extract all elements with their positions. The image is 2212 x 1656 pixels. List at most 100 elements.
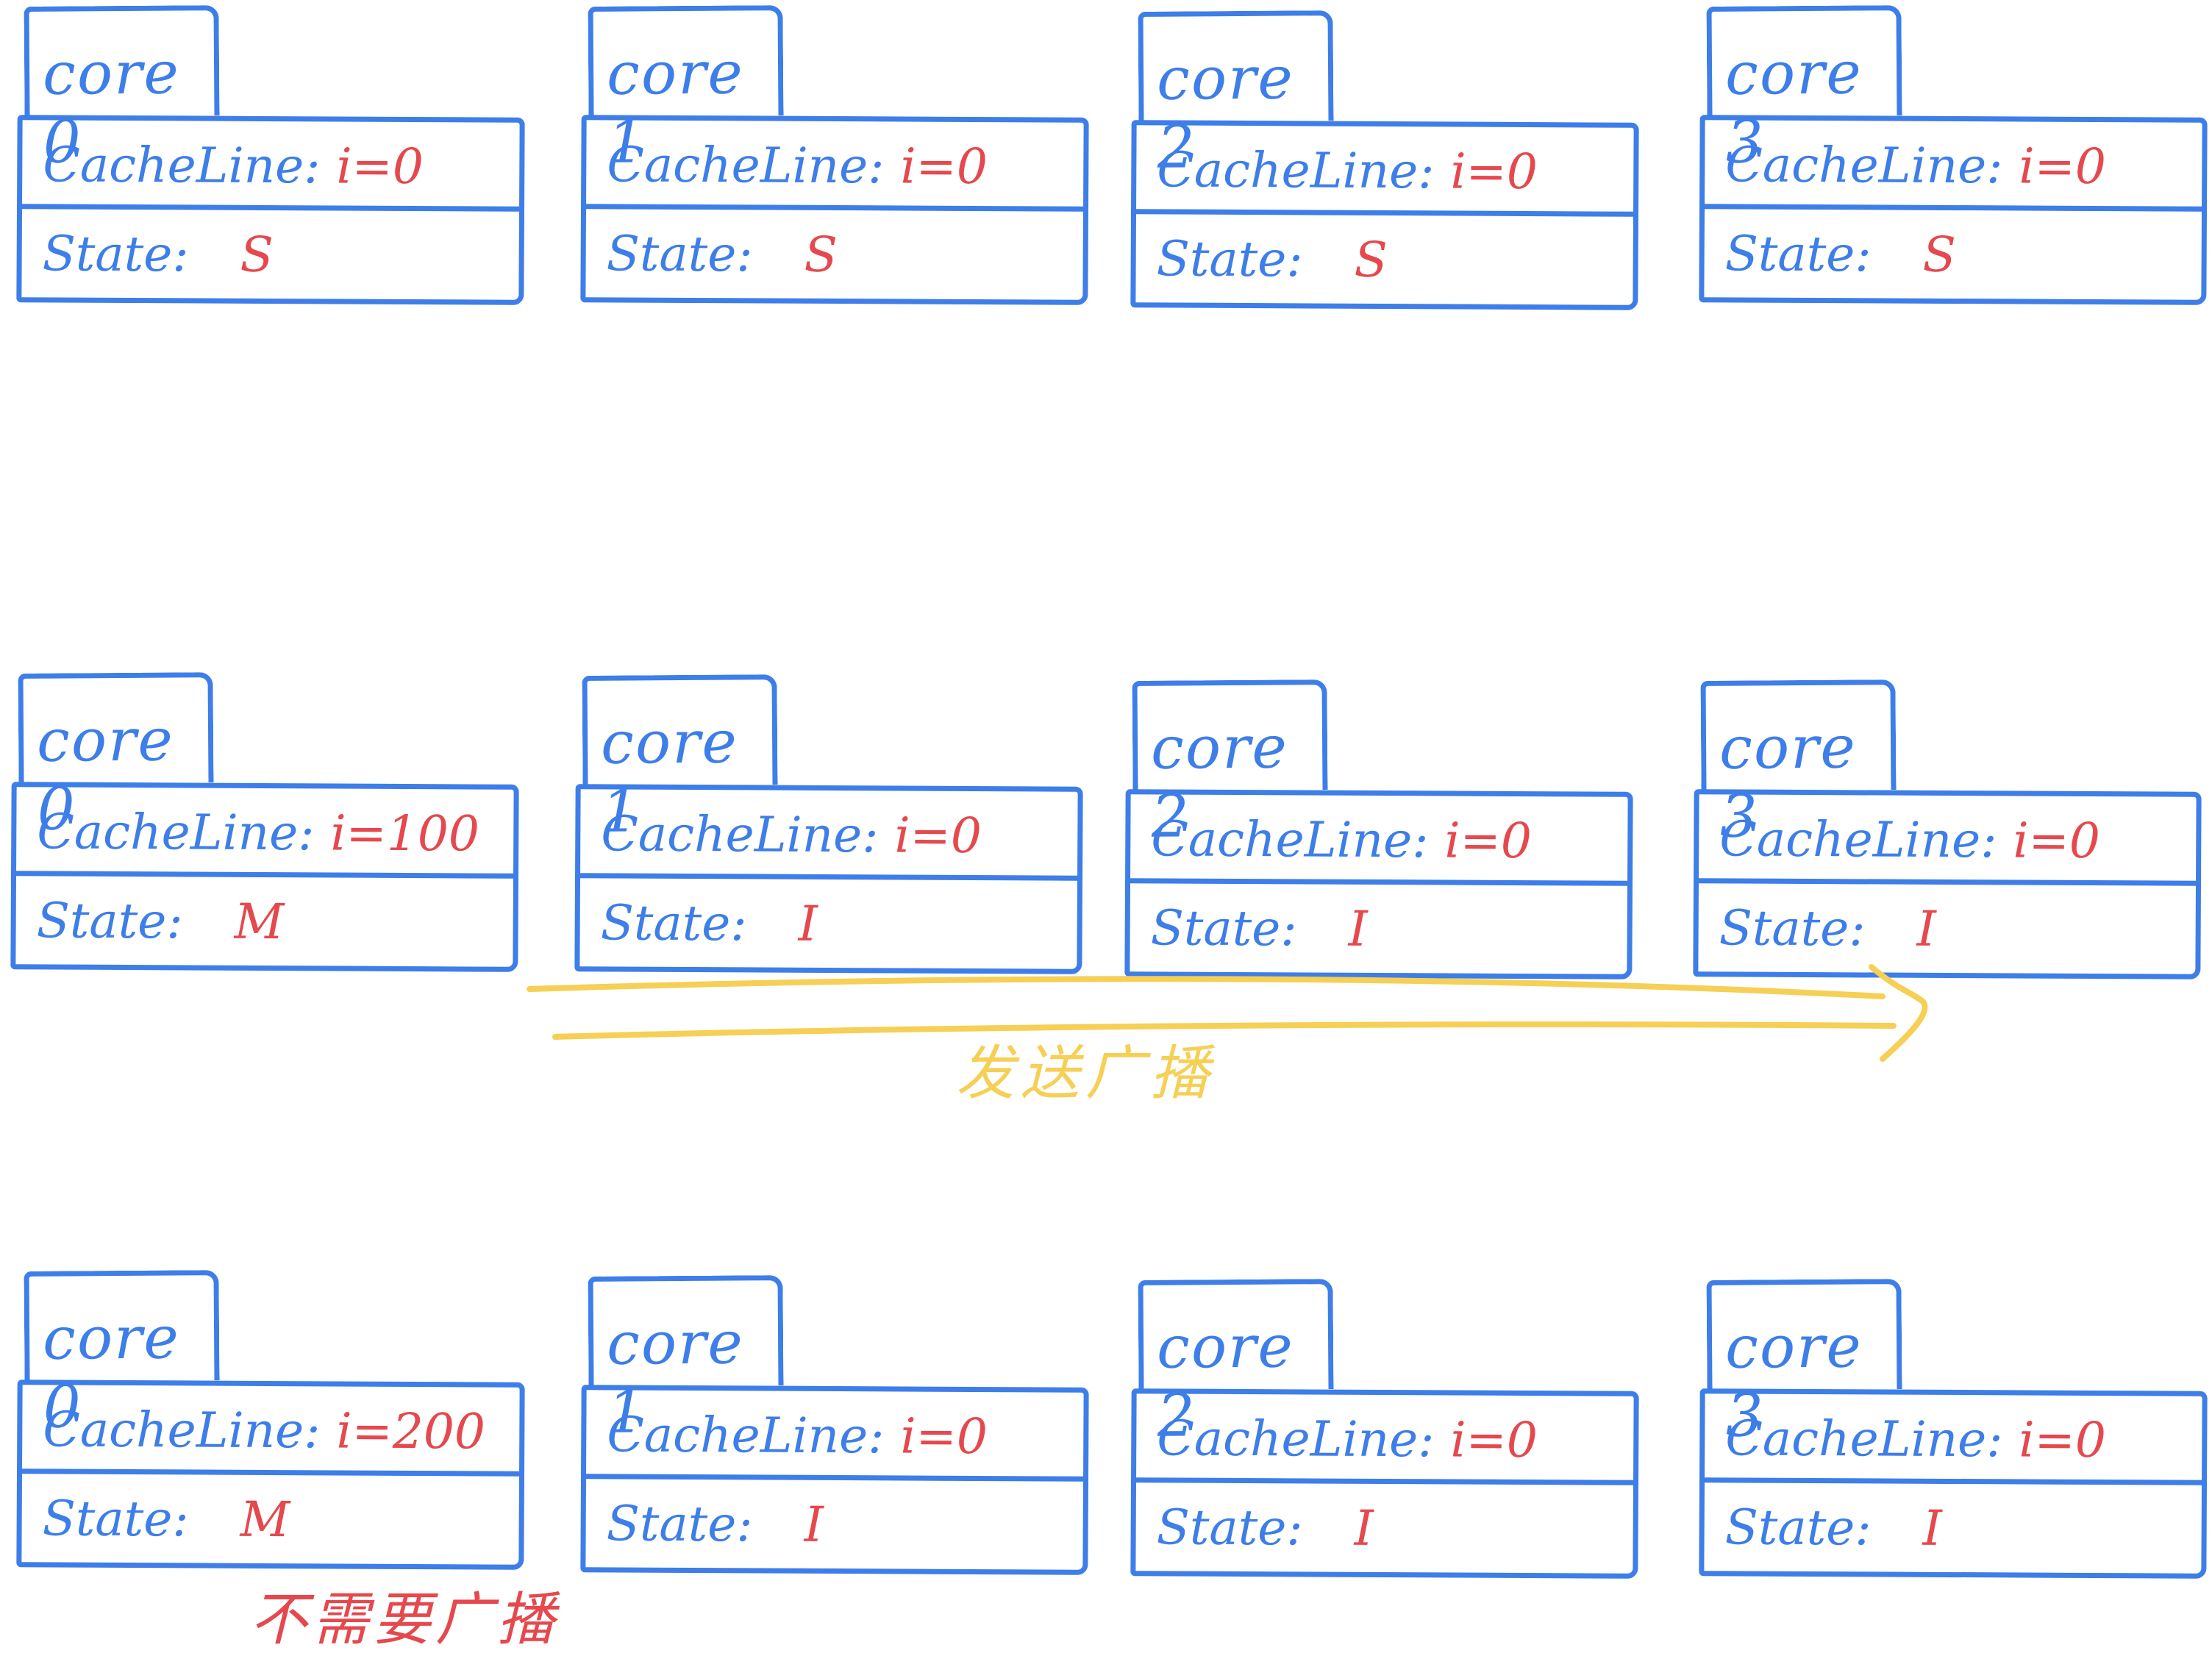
core-tab: core 2: [1138, 1279, 1334, 1450]
cacheline-row: CacheLine: i=0: [1705, 120, 2202, 212]
state-value: S: [1922, 226, 1957, 283]
state-value: I: [1348, 900, 1368, 957]
cacheline-label: CacheLine:: [1719, 810, 1997, 869]
cacheline-field: CacheLine: i=0: [1151, 810, 1532, 869]
row1-core3: core 3 CacheLine:i=0 State:S: [1699, 5, 2208, 307]
cacheline-value: i=0: [2019, 138, 2107, 196]
state-label: State:: [606, 224, 753, 282]
row3-core2: core 2 CacheLine:i=0 State:I: [1130, 1279, 1639, 1581]
cacheline-value: i=0: [1444, 812, 1533, 870]
state-label: State:: [1724, 224, 1872, 282]
cacheline-value: i=0: [894, 807, 982, 865]
cacheline-label: CacheLine:: [1157, 141, 1435, 200]
row2-core3: core 3 CacheLine: i=0 State:I: [1693, 679, 2202, 982]
cacheline-label: CacheLine:: [1157, 1410, 1435, 1468]
cacheline-row: CacheLine: i=0: [1136, 1393, 1634, 1485]
cacheline-row: CacheLine: i=0: [586, 1390, 1084, 1482]
cacheline-field: CacheLine:i=200: [43, 1401, 485, 1460]
core-tab: core 2: [1138, 10, 1334, 182]
core-tab: core 3: [1706, 1279, 1902, 1450]
row3-core3: core 3 CacheLine:i=0 State: I: [1699, 1279, 2208, 1581]
core-tab: core 1: [582, 674, 778, 846]
state-row: State:M: [15, 876, 513, 967]
state-row: State: S: [1704, 209, 2202, 300]
cacheline-value: i=0: [336, 138, 424, 196]
state-row: State: I: [585, 1479, 1083, 1570]
state-value: S: [804, 226, 838, 283]
state-label: State:: [1156, 229, 1303, 288]
cacheline-label: CacheLine:: [43, 1401, 321, 1460]
state-label: State:: [42, 224, 189, 282]
broadcast-arrow-icon: [527, 964, 1928, 1062]
core-tab: core 0: [18, 672, 214, 843]
cacheline-field: CacheLine: i=0: [1725, 136, 2106, 195]
cacheline-label: CacheLine:: [1151, 810, 1429, 869]
cacheline-label: CacheLine:: [1725, 1410, 2003, 1468]
core-tab: core 1: [588, 1275, 784, 1446]
state-label: State:: [1150, 899, 1297, 957]
state-field: State:M: [42, 1490, 290, 1548]
cacheline-row: CacheLine: i=0: [1130, 794, 1628, 886]
cacheline-value: i=0: [2013, 812, 2101, 870]
state-value: S: [240, 226, 274, 283]
cacheline-value: i=100: [330, 804, 480, 863]
cacheline-label: CacheLine:: [607, 136, 885, 195]
cacheline-label: CacheLine:: [43, 136, 321, 195]
state-field: State: I: [600, 894, 817, 952]
cache-box: CacheLine: i=0 State: S: [1699, 115, 2208, 305]
row2-core2: core 2 CacheLine:i=0 State:I: [1124, 679, 1633, 982]
state-row: State: S: [21, 209, 519, 300]
cacheline-value: i=0: [1450, 143, 1538, 201]
state-field: State: S: [606, 225, 838, 283]
state-value: M: [234, 893, 285, 950]
row3-core1: core 1 CacheLine: i=0 State: I: [580, 1275, 1089, 1577]
state-field: State:I: [1719, 899, 1936, 957]
state-label: State:: [606, 1494, 753, 1552]
state-field: State: I: [606, 1495, 823, 1553]
cacheline-field: CacheLine: i=0: [1719, 810, 2100, 869]
cache-box: CacheLine: i=0 State: S: [16, 115, 525, 305]
cache-box: CacheLine:i=0 State: S: [580, 115, 1089, 305]
cacheline-label: CacheLine:: [607, 1406, 885, 1465]
state-value: I: [1916, 900, 1936, 957]
state-label: State:: [42, 1489, 189, 1547]
cacheline-row: CacheLine:i=200: [22, 1385, 520, 1477]
row3-core0: core 0 CacheLine:i=200 State:M: [16, 1270, 525, 1572]
core-tab: core 0: [24, 1270, 220, 1441]
core-tab: core 3: [1700, 679, 1897, 851]
cacheline-row: CacheLine: i=0: [1136, 125, 1634, 217]
cacheline-field: CacheLine:i=0: [1725, 1410, 2106, 1468]
state-row: State: S: [1135, 214, 1633, 305]
cacheline-field: CacheLine:i=0: [601, 805, 982, 864]
cache-box: CacheLine: i=0 State: S: [1130, 120, 1639, 310]
state-value: S: [1354, 231, 1388, 288]
cacheline-row: CacheLine:i=0: [580, 789, 1078, 881]
state-label: State:: [1724, 1498, 1872, 1556]
cache-box: CacheLine:i=100 State:M: [10, 782, 519, 972]
cache-box: CacheLine:i=200 State:M: [16, 1380, 525, 1570]
cacheline-field: CacheLine:i=100: [37, 803, 479, 862]
row2-core0: core 0 CacheLine:i=100 State:M: [10, 672, 519, 974]
cache-box: CacheLine:i=0 State:I: [1130, 1388, 1639, 1579]
cacheline-row: CacheLine:i=0: [586, 120, 1084, 212]
state-value: I: [798, 895, 818, 952]
state-field: State: S: [42, 225, 274, 283]
cacheline-value: i=0: [1450, 1411, 1538, 1469]
state-row: State: S: [585, 209, 1083, 300]
state-label: State:: [600, 893, 747, 952]
core-tab: core 0: [24, 5, 220, 176]
cache-box: CacheLine: i=0 State: I: [1124, 789, 1633, 979]
cacheline-label: CacheLine:: [1725, 136, 2003, 195]
cacheline-row: CacheLine:i=100: [16, 787, 514, 879]
cache-box: CacheLine: i=0 State:I: [1693, 789, 2202, 979]
cacheline-value: i=0: [900, 1407, 988, 1466]
core-tab: core 1: [588, 5, 784, 176]
no-broadcast-annotation: 不需要广播: [250, 1587, 560, 1653]
cache-box: CacheLine: i=0 State: I: [580, 1385, 1089, 1575]
cache-box: CacheLine:i=0 State: I: [574, 784, 1083, 974]
state-field: State: I: [1150, 899, 1367, 957]
state-value: I: [1354, 1499, 1374, 1557]
cacheline-field: CacheLine: i=0: [1157, 141, 1538, 200]
state-value: I: [804, 1496, 824, 1553]
state-value: I: [1922, 1499, 1942, 1557]
